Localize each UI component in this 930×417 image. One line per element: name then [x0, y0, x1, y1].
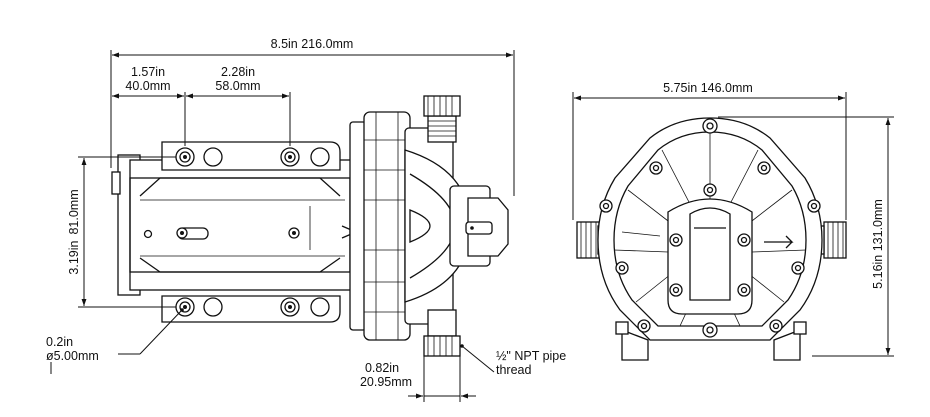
- mount-height-label: 3.19in81.0mm: [67, 189, 81, 274]
- slot-bottom-2: [310, 297, 330, 317]
- mount-hole-bottom-right: [280, 297, 300, 317]
- mount-spacing-mm-label: 58.0mm: [215, 79, 260, 93]
- slot-top-2: [310, 147, 330, 167]
- base-plate: [161, 141, 341, 323]
- thread-label-line2: thread: [496, 363, 531, 377]
- slot-bottom-1: [203, 297, 223, 317]
- front-view-dimensions: 5.75in 146.0mm 5.16in 131.0mm: [572, 81, 894, 357]
- overall-length-label: 8.5in 216.0mm: [271, 37, 354, 51]
- front-housing: [597, 117, 823, 341]
- mount-spacing-in-label: 2.28in: [221, 65, 255, 79]
- front-view: 5.75in 146.0mm 5.16in 131.0mm: [572, 81, 894, 361]
- pump-head: [349, 95, 509, 357]
- front-bolts: [599, 118, 821, 338]
- side-view: 8.5in 216.0mm 1.57in 40.0mm 2.28in 58.0m…: [46, 37, 566, 402]
- mount-hole-top-right: [280, 147, 300, 167]
- side-view-dimensions: 8.5in 216.0mm 1.57in 40.0mm 2.28in 58.0m…: [46, 37, 566, 402]
- thread-label-line1: ½" NPT pipe: [496, 349, 566, 363]
- slot-top-1: [203, 147, 223, 167]
- front-width-label: 5.75in 146.0mm: [663, 81, 753, 95]
- hole-diameter-mm-label: ø5.00mm: [46, 349, 99, 363]
- front-height-label: 5.16in 131.0mm: [871, 199, 885, 289]
- mount-hole-top-left: [175, 147, 195, 167]
- motor-body: [111, 154, 363, 296]
- mount-offset-mm-label: 40.0mm: [125, 79, 170, 93]
- front-feet: [615, 321, 807, 361]
- port-width-mm-label: 20.95mm: [360, 375, 412, 389]
- hole-diameter-in-label: 0.2in: [46, 335, 73, 349]
- port-width-in-label: 0.82in: [365, 361, 399, 375]
- mount-offset-in-label: 1.57in: [131, 65, 165, 79]
